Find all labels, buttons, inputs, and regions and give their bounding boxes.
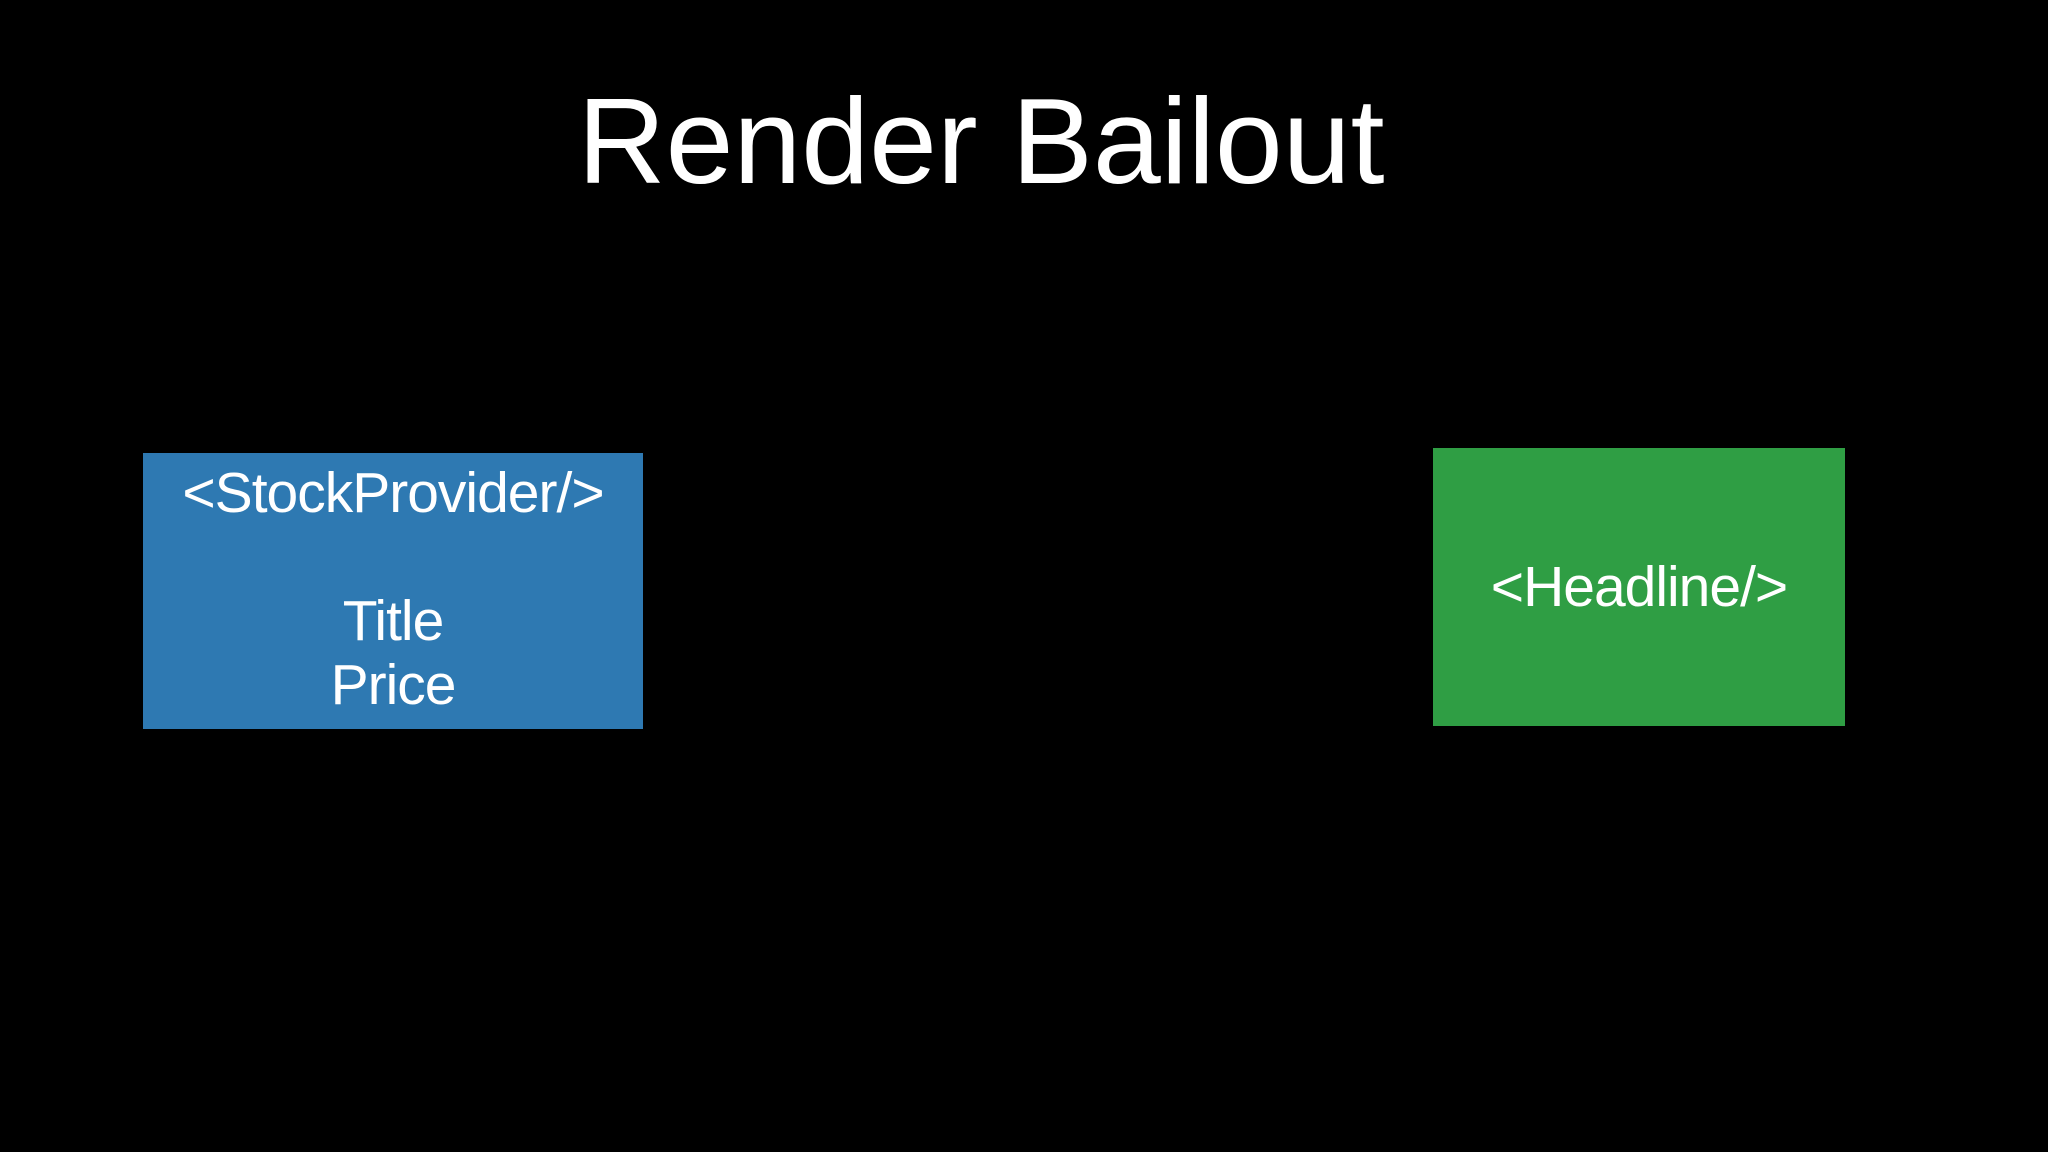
slide-title: Render Bailout [577,73,1385,209]
headline-tag: <Headline/> [1490,555,1788,619]
stock-provider-child-title: Title [342,589,445,653]
stock-provider-tag: <StockProvider/> [182,461,604,525]
line-spacer [143,525,643,589]
headline-box: <Headline/> [1433,448,1845,726]
stock-provider-child-price: Price [330,653,457,717]
stock-provider-box: <StockProvider/> Title Price [143,453,643,729]
